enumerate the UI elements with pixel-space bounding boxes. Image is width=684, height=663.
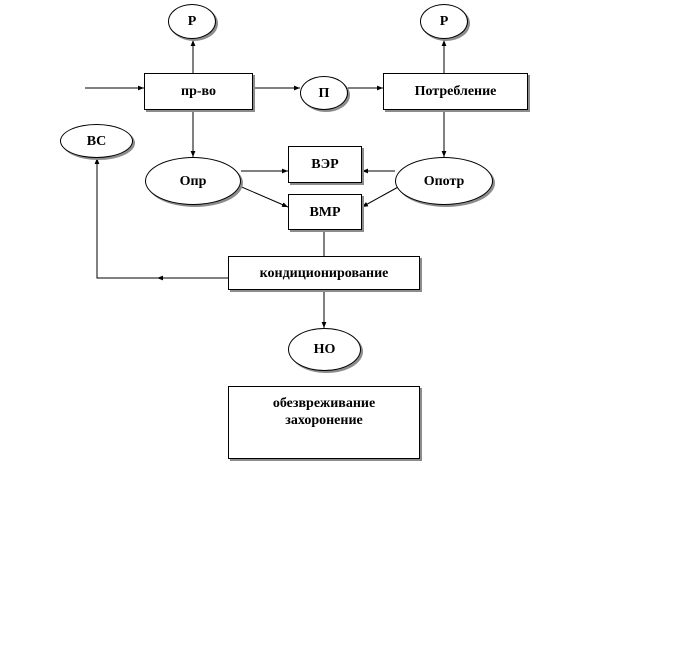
production-node: пр-во	[144, 73, 253, 110]
p-left-node: Р	[168, 4, 216, 39]
vmr-node: ВМР	[288, 194, 362, 230]
ver-node: ВЭР	[288, 146, 362, 183]
disposal-line-2: захоронение	[285, 413, 363, 428]
consumption-node: Потребление	[383, 73, 528, 110]
p-right-node: Р	[420, 4, 468, 39]
opr-node: Опр	[145, 157, 241, 205]
disposal-node: обезвреживание захоронение	[228, 386, 420, 459]
product-node: П	[300, 76, 348, 110]
disposal-line-1: обезвреживание	[272, 396, 376, 411]
opotr-node: Опотр	[395, 157, 493, 205]
no-node: НО	[288, 328, 361, 371]
opotr-to-vmr-arrow	[361, 185, 401, 208]
conditioning-to-vs-arrow	[94, 158, 228, 279]
conditioning-node: кондиционирование	[228, 256, 420, 290]
vs-node: ВС	[60, 124, 133, 158]
opr-to-vmr-arrow	[236, 184, 289, 208]
